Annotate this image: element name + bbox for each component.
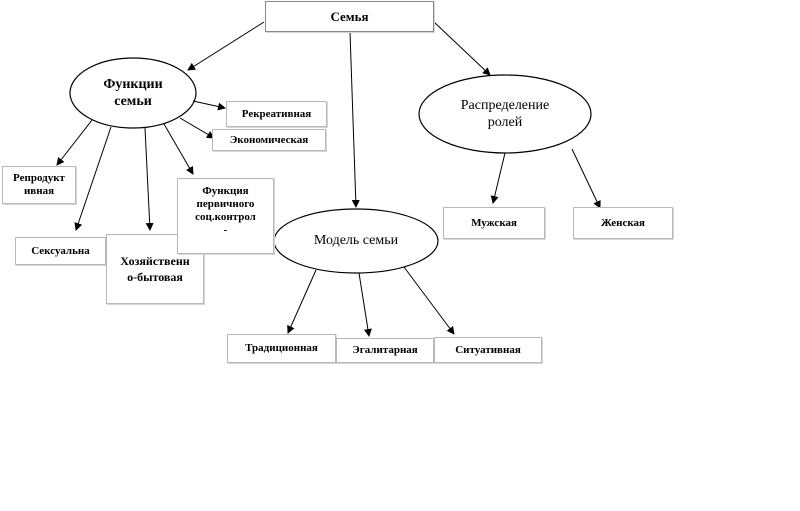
- social-control-line3: соц.контрол: [195, 211, 256, 223]
- male-label: Мужская: [471, 216, 517, 229]
- arrow-to-reproductive: [56, 119, 93, 166]
- sexual-box: Сексуальна: [15, 237, 106, 265]
- social-control-line1: Функция: [202, 185, 249, 197]
- economic-box: Экономическая: [212, 129, 326, 151]
- roles-oval-line2: ролей: [487, 115, 523, 130]
- arrow-to-female: [571, 148, 601, 209]
- roles-oval-label: Распределение ролей: [430, 94, 580, 134]
- traditional-label: Традиционная: [245, 342, 318, 354]
- arrow-to-household: [144, 127, 154, 231]
- arrow-root-roles: [433, 21, 491, 76]
- arrow-root-model: [349, 31, 360, 208]
- male-box: Мужская: [443, 207, 545, 239]
- reproductive-line2: ивная: [23, 185, 55, 197]
- arrow-to-male: [490, 152, 506, 204]
- roles-oval-line1: Распределение: [460, 98, 550, 113]
- arrow-to-economic: [179, 117, 215, 139]
- functions-oval-line2: семьи: [114, 94, 152, 109]
- arrow-to-situational: [403, 266, 455, 335]
- functions-oval-label: Функции семьи: [80, 66, 186, 120]
- situational-box: Ситуативная: [434, 337, 542, 363]
- economic-label: Экономическая: [229, 133, 309, 146]
- social-control-line4: -: [223, 224, 228, 236]
- egalitarian-box: Эгалитарная: [336, 338, 434, 363]
- social-control-line2: первичного: [196, 198, 255, 210]
- recreational-box: Рекреативная: [226, 101, 327, 127]
- social-control-box: Функция первичного соц.контрол -: [177, 178, 274, 254]
- arrow-to-recreational: [192, 100, 226, 111]
- model-oval-label: Модель семьи: [290, 228, 422, 252]
- arrow-to-sexual: [74, 126, 112, 231]
- household-line2: о-бытовая: [127, 270, 183, 284]
- recreational-label: Рекреативная: [241, 107, 312, 120]
- egalitarian-label: Эгалитарная: [352, 344, 418, 356]
- model-oval-text: Модель семьи: [313, 232, 399, 248]
- functions-oval: [69, 57, 197, 129]
- sexual-label: Сексуальна: [31, 244, 90, 257]
- household-line1: Хозяйственн: [120, 254, 190, 268]
- situational-label: Ситуативная: [455, 343, 521, 356]
- root-label: Семья: [330, 9, 369, 24]
- reproductive-box: Репродукт ивная: [2, 166, 76, 204]
- arrow-to-egalitarian: [358, 272, 372, 337]
- reproductive-line1: Репродукт: [13, 172, 65, 184]
- arrow-root-functions: [187, 21, 265, 71]
- arrow-to-traditional: [287, 269, 317, 334]
- female-label: Женская: [600, 216, 646, 229]
- functions-oval-line1: Функции: [103, 77, 163, 92]
- root-box: Семья: [265, 1, 434, 32]
- female-box: Женская: [573, 207, 673, 239]
- arrow-to-social-control: [163, 123, 194, 175]
- traditional-box: Традиционная: [227, 334, 336, 363]
- model-oval: [273, 208, 439, 274]
